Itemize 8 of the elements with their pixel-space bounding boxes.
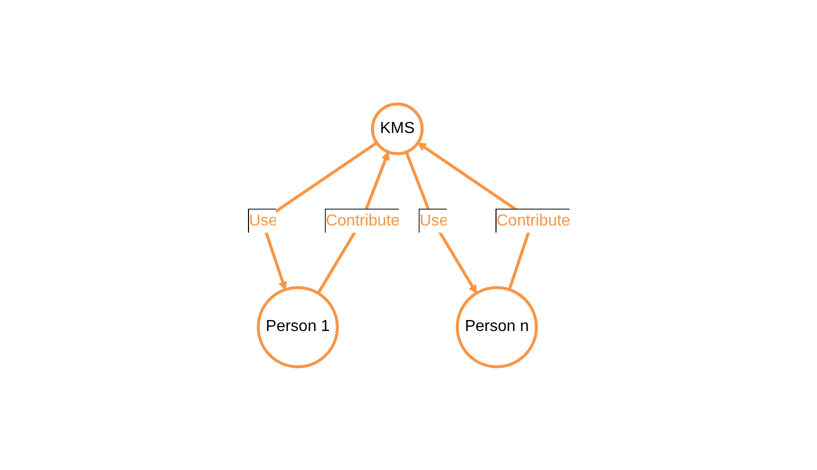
node-circle: KMS: [370, 102, 424, 155]
edge-label: Use: [419, 212, 448, 230]
edge-label: Use: [248, 212, 278, 230]
node-circle: Person n: [456, 286, 538, 368]
edge-label: Contribute: [326, 212, 400, 230]
node-circle: Person 1: [256, 286, 339, 368]
arrow: [404, 151, 477, 294]
edge-label: Contribute: [496, 212, 570, 230]
